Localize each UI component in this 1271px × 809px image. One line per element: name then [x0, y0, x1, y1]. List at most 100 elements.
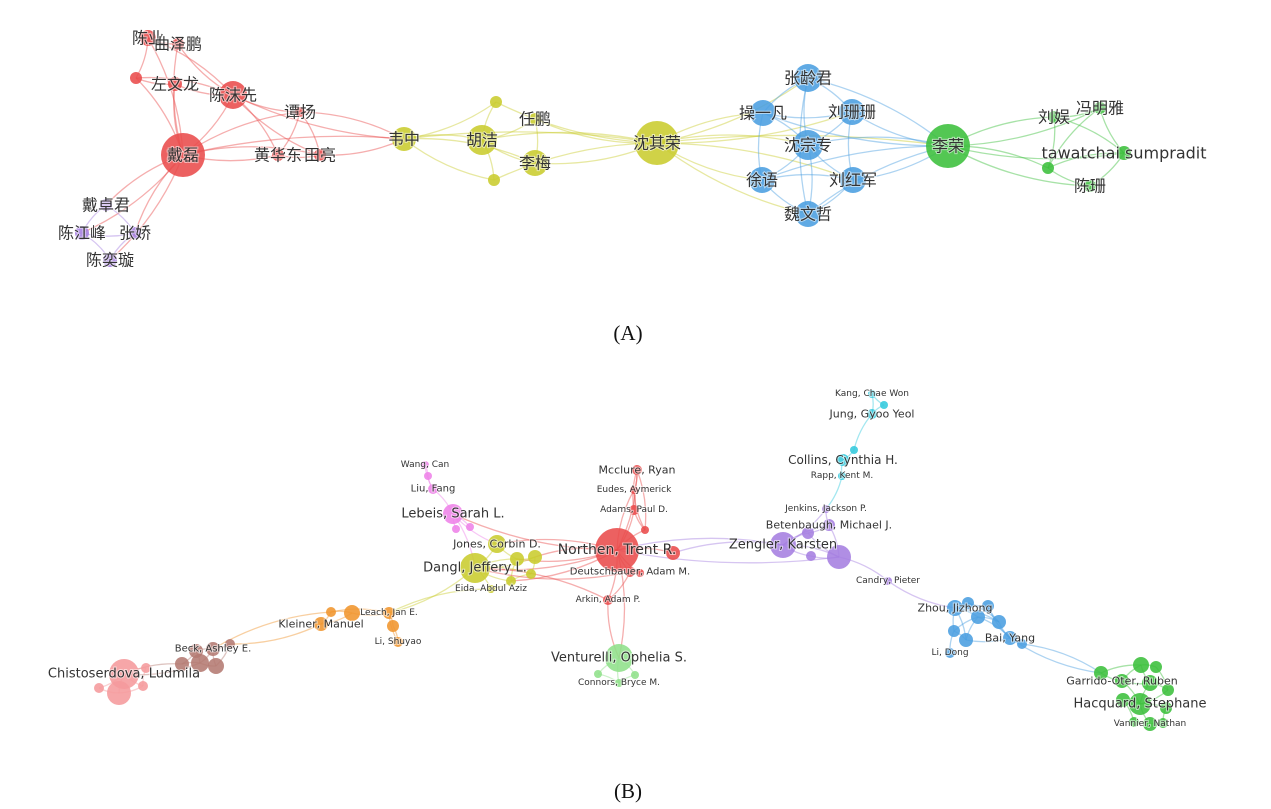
author-label: tawatchai sumpradit: [1042, 144, 1207, 163]
author-label: Zengler, Karsten: [729, 538, 837, 553]
author-label: Arkin, Adam P.: [576, 595, 641, 605]
author-node: [140, 30, 156, 46]
author-node: [1094, 666, 1108, 680]
author-node: [225, 639, 235, 649]
author-node: [629, 505, 639, 515]
panel-b-nodes: [94, 390, 1174, 731]
author-node: [326, 607, 336, 617]
author-node: [840, 167, 866, 193]
author-node: [208, 658, 224, 674]
author-node: [945, 648, 955, 658]
coauthor-link: [182, 135, 405, 156]
author-label: Chistoserdova, Ludmila: [48, 667, 200, 682]
author-node: [510, 552, 524, 566]
author-node: [1017, 639, 1027, 649]
author-label: Li, Shuyao: [375, 637, 422, 647]
author-node: [750, 100, 776, 126]
author-label: Garrido-Oter, Ruben: [1066, 675, 1177, 688]
author-node: [794, 64, 822, 92]
author-label: Adams, Paul D.: [600, 505, 668, 515]
author-label: Jones, Corbin D.: [452, 538, 541, 551]
author-node: [884, 577, 892, 585]
author-label: 胡洁: [466, 131, 498, 150]
author-node: [868, 390, 876, 398]
panel-b-caption: (B): [614, 779, 642, 803]
author-node: [141, 663, 151, 673]
coauthor-link: [656, 142, 854, 181]
coauthor-link: [388, 588, 492, 614]
author-label: 戴卓君: [82, 196, 130, 215]
author-node: [636, 569, 644, 577]
author-node: [488, 174, 500, 186]
author-node: [103, 253, 117, 267]
author-node: [75, 226, 89, 240]
author-node: [490, 96, 502, 108]
author-label: Eida, Abdul Aziz: [455, 584, 527, 594]
author-node: [393, 637, 403, 647]
author-label: Beck, Ashley E.: [175, 644, 252, 655]
author-node: [219, 81, 247, 109]
author-node: [615, 679, 623, 687]
author-node: [1129, 693, 1151, 715]
author-node: [424, 472, 432, 480]
author-label: 李荣: [932, 137, 964, 156]
author-node: [806, 551, 816, 561]
author-node: [1042, 162, 1054, 174]
author-node: [867, 409, 877, 419]
author-node: [625, 567, 635, 577]
author-label: 左文龙: [151, 75, 199, 94]
author-label: 黄华东: [254, 146, 302, 165]
author-node: [631, 671, 639, 679]
author-node: [1117, 146, 1131, 160]
author-node: [793, 130, 823, 160]
author-node: [392, 127, 416, 151]
author-node: [822, 505, 830, 513]
author-node: [962, 597, 974, 609]
author-label: Bai, Yang: [985, 632, 1035, 645]
author-node: [1129, 717, 1139, 727]
author-node: [802, 527, 814, 539]
author-node: [506, 576, 516, 586]
author-node: [992, 615, 1006, 629]
author-node: [959, 633, 973, 647]
author-label: 沈其荣: [633, 134, 681, 153]
author-node: [595, 528, 639, 572]
coauthor-link: [761, 145, 949, 181]
coauthor-link: [1047, 107, 1101, 169]
author-node: [467, 125, 497, 155]
author-label: Liu, Fang: [411, 484, 456, 495]
author-node: [529, 113, 541, 125]
author-node: [749, 167, 775, 193]
author-node: [460, 553, 490, 583]
author-node: [632, 465, 642, 475]
author-label: 徐语: [746, 171, 778, 190]
author-label: Betenbaugh, Michael J.: [766, 519, 892, 532]
author-node: [837, 454, 849, 466]
author-label: 刘红军: [829, 171, 877, 190]
author-node: [344, 605, 360, 621]
author-node: [839, 99, 865, 125]
author-node: [172, 38, 184, 50]
author-node: [1084, 180, 1096, 192]
coauthor-link: [656, 111, 853, 144]
author-node: [838, 472, 846, 480]
author-node: [161, 133, 205, 177]
author-label: Kang, Chae Won: [835, 389, 909, 399]
author-node: [191, 654, 209, 672]
author-label: Dangl, Jeffery L.: [423, 561, 527, 576]
author-node: [880, 401, 888, 409]
author-label: Lebeis, Sarah L.: [401, 507, 504, 522]
author-node: [487, 585, 495, 593]
author-label: Zhou, Jizhong: [918, 602, 993, 615]
coauthor-link: [474, 567, 609, 601]
author-label: 陈沫先: [209, 86, 257, 105]
author-label: 张龄君: [784, 69, 832, 88]
author-node: [1162, 684, 1174, 696]
author-label: Collins, Cynthia H.: [788, 453, 898, 467]
author-label: 刘娱: [1038, 108, 1070, 127]
author-label: Eudes, Aymerick: [597, 485, 672, 495]
author-node: [1048, 111, 1060, 123]
